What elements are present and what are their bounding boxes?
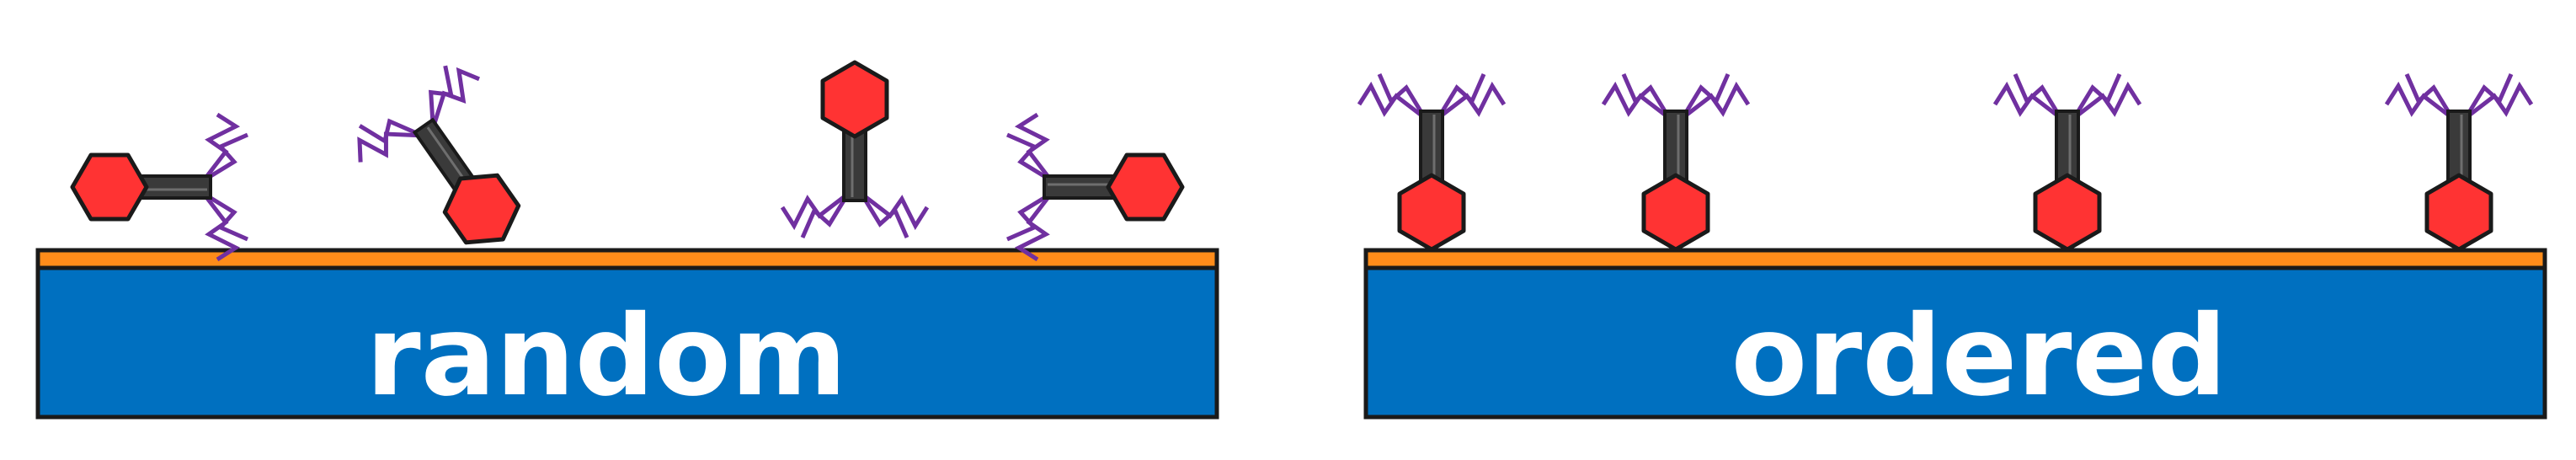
- phage-ordered-3: [1995, 74, 2140, 249]
- phage-ordered-2: [1603, 74, 1748, 249]
- random-substrate: [35, 263, 1219, 420]
- phage-random-1: [72, 115, 248, 259]
- phage-ordered-1: [1359, 74, 1504, 249]
- random-panel: random: [35, 54, 1219, 421]
- ordered-label: ordered: [1731, 292, 2227, 421]
- ordered-coating-layer: [1363, 248, 2547, 270]
- phage-random-4: [1007, 115, 1182, 259]
- phage-random-3: [782, 62, 927, 238]
- phage-random-2: [343, 54, 562, 281]
- random-coating-layer: [35, 248, 1219, 270]
- ordered-panel: ordered: [1359, 74, 2547, 421]
- random-label: random: [366, 292, 847, 421]
- phage-ordered-4: [2387, 74, 2531, 249]
- ordered-substrate: [1363, 263, 2547, 420]
